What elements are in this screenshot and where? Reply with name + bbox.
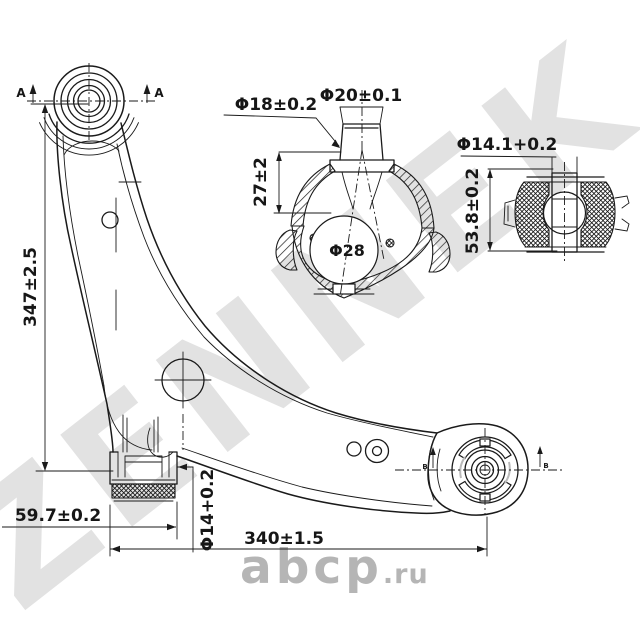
- dim-rb-bore: Φ14.1+0.2: [457, 135, 578, 175]
- dim-length: 340±1.5: [109, 504, 488, 557]
- rear-bushing-detail: Φ14.1+0.2 53.8±0.2: [457, 135, 630, 263]
- front-view-control-arm: A A: [2, 63, 562, 557]
- arm-body: [56, 121, 451, 515]
- dim-bushing-bore-label: Φ14+0.2: [198, 469, 218, 551]
- ball-joint-detail: Φ28 Φ20±0.1 Φ18±0.2 27±2: [223, 86, 451, 299]
- dim-taper: Φ18±0.2: [223, 95, 340, 148]
- dim-height: 347±2.5: [21, 103, 114, 472]
- dim-bushing-offset: 59.7±0.2: [2, 501, 178, 540]
- dim-rb-bore-label: Φ14.1+0.2: [457, 135, 558, 155]
- site-watermark-tld: .ru: [382, 559, 429, 590]
- dim-length-label: 340±1.5: [244, 529, 324, 549]
- dim-taper-label: Φ18±0.2: [235, 95, 317, 115]
- section-a-label-right: A: [154, 86, 164, 100]
- section-a-label-left: A: [16, 86, 26, 100]
- dim-rb-height-label: 53.8±0.2: [463, 168, 483, 254]
- dim-bushing-bore: Φ14+0.2: [176, 463, 218, 553]
- dim-ball-label: Φ28: [329, 241, 365, 260]
- section-a-marks: A A: [16, 84, 164, 103]
- dim-bj-height: 27±2: [251, 151, 342, 214]
- site-watermark-name: abcp: [240, 540, 383, 595]
- dim-pin-top-label: Φ20±0.1: [320, 86, 402, 106]
- rear-bushing: [395, 423, 562, 516]
- site-watermark: abcp.ru: [240, 544, 429, 591]
- dim-bj-height-label: 27±2: [251, 157, 271, 207]
- section-b-label-right: B: [543, 462, 548, 470]
- section-b-label-left: B: [422, 463, 427, 471]
- dim-bushing-offset-label: 59.7±0.2: [15, 506, 101, 526]
- front-press-bushing: [109, 414, 178, 502]
- dim-rb-height: 53.8±0.2: [463, 168, 558, 254]
- dim-height-label: 347±2.5: [21, 247, 41, 327]
- section-b-marks: B B: [422, 446, 549, 471]
- dim-pin-top: Φ20±0.1: [320, 86, 402, 125]
